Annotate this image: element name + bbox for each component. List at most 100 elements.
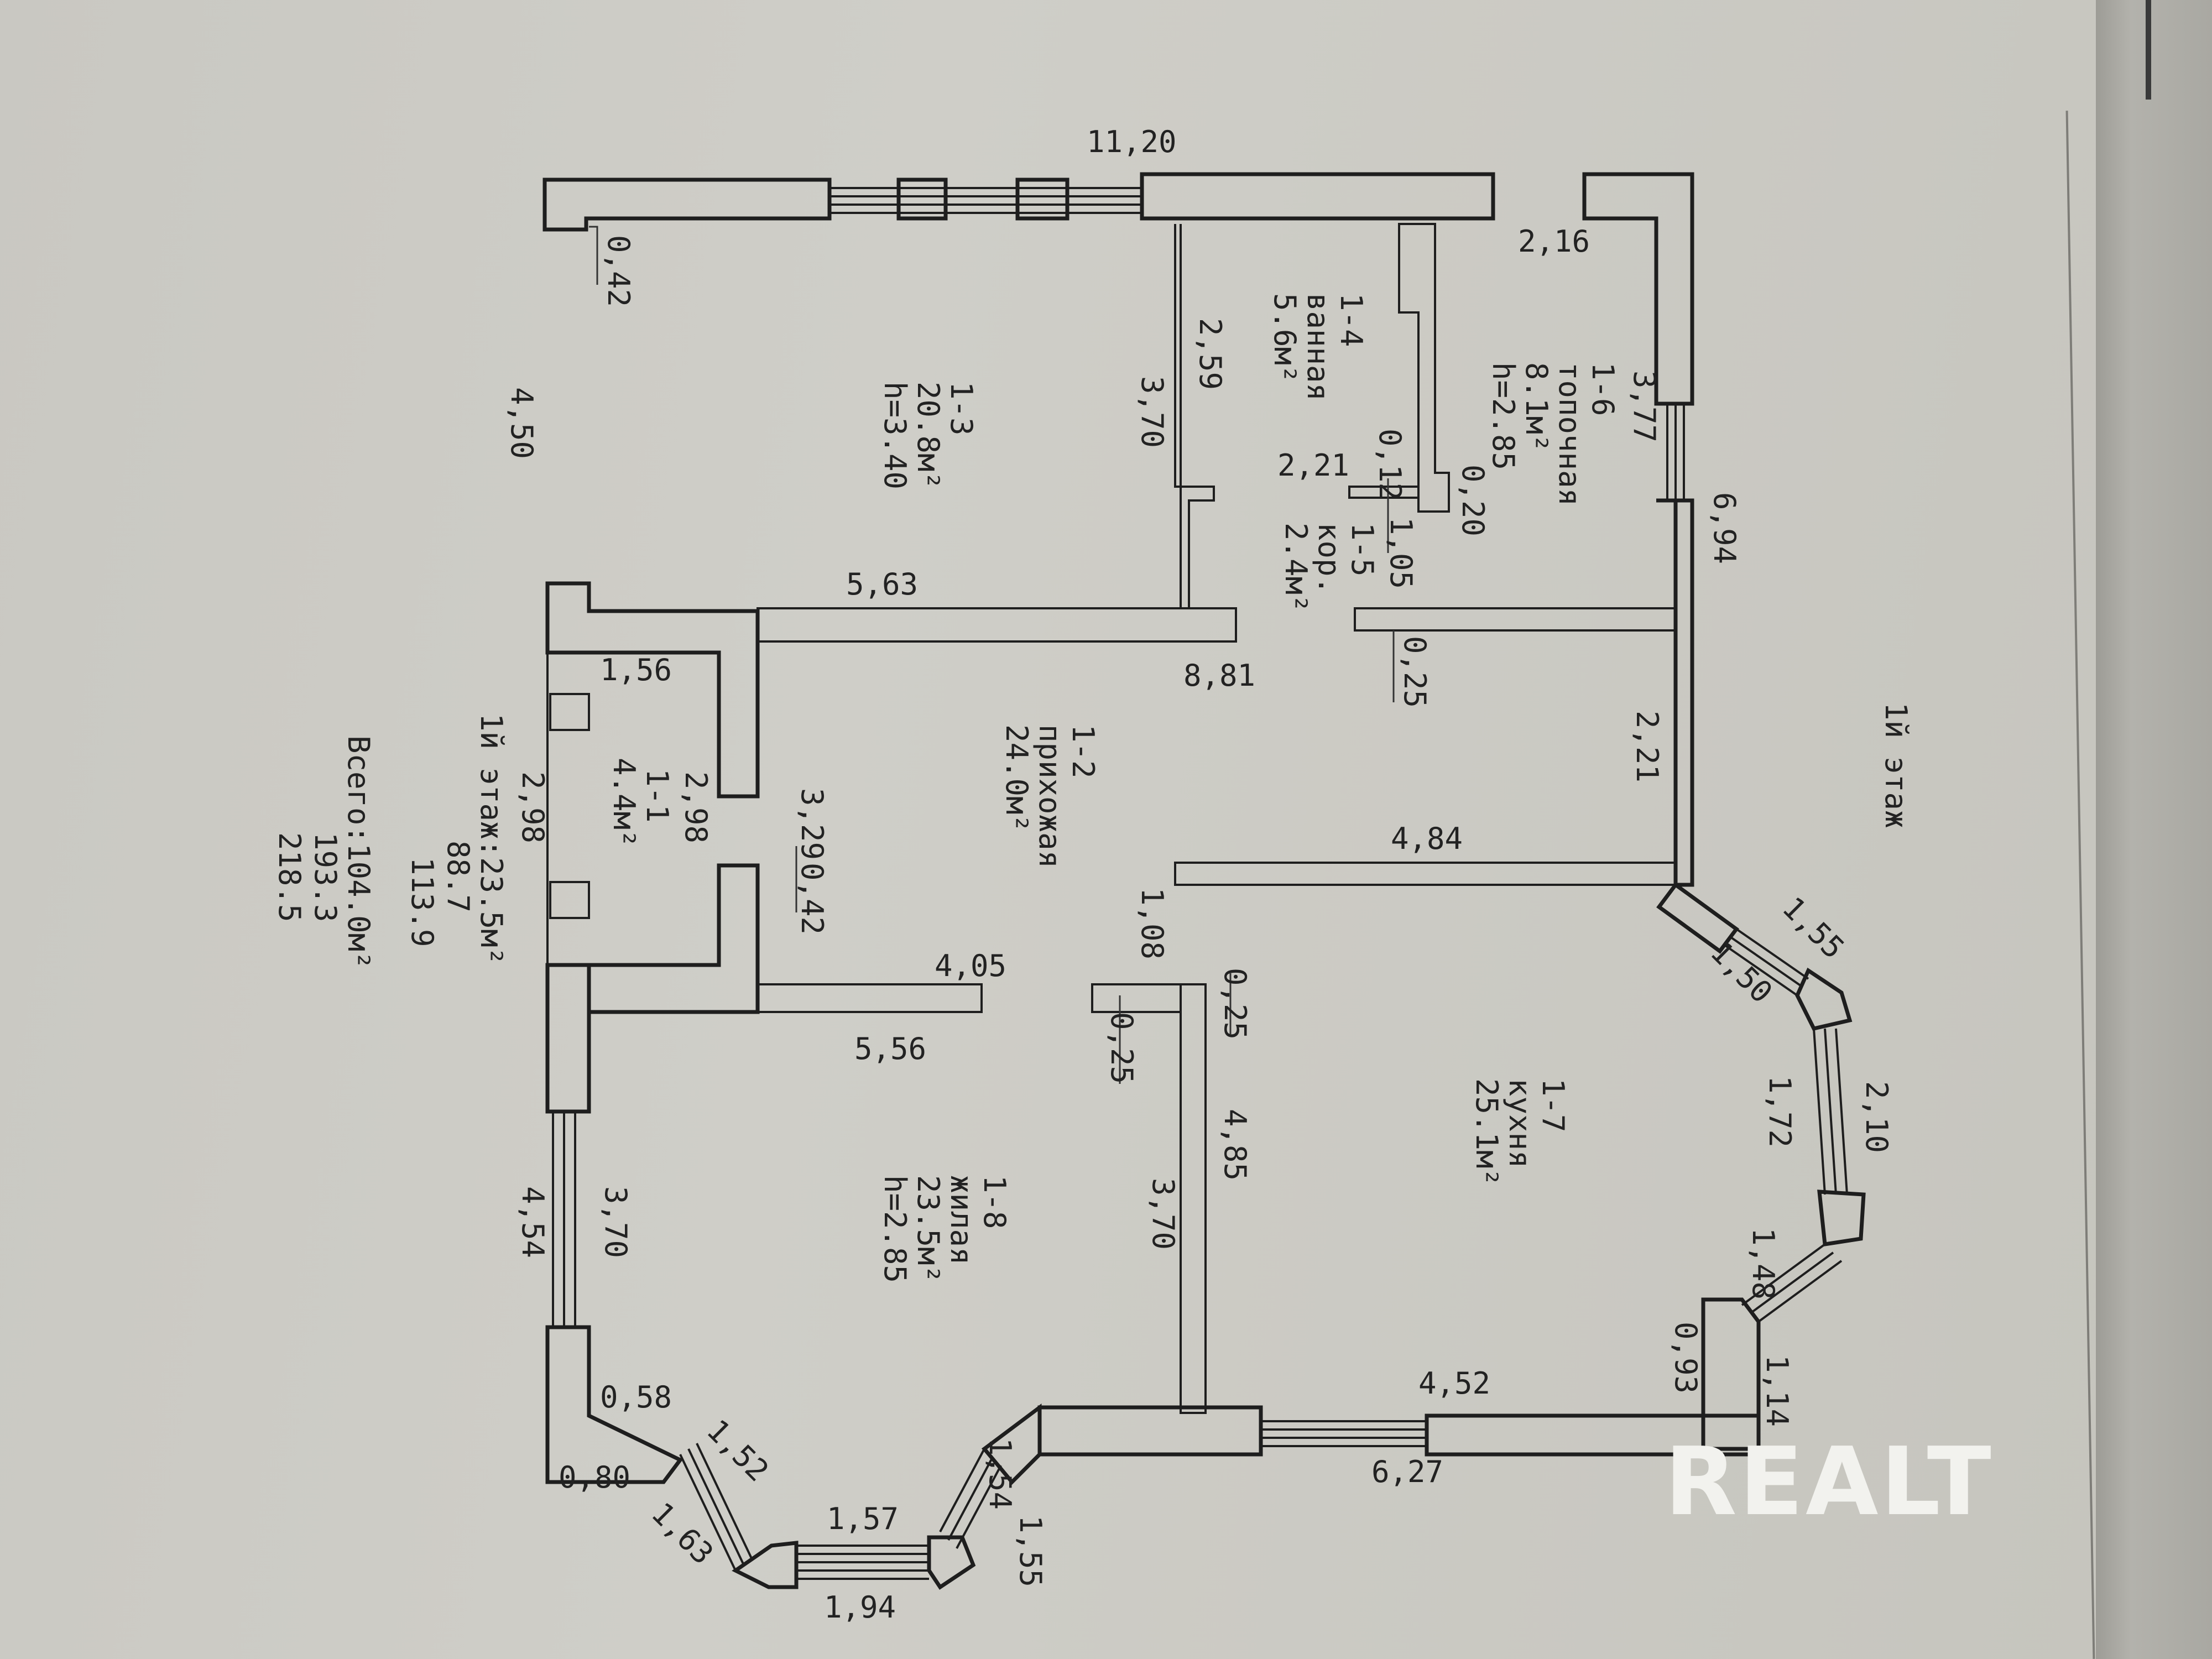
dim-4-52: 4,52 bbox=[1418, 1366, 1490, 1401]
room-1-1-number: 1-1 bbox=[640, 769, 675, 823]
room-1-1-area: 4.4м² bbox=[607, 758, 641, 848]
dim-0-12: 0,12 bbox=[1373, 429, 1407, 500]
dim-1-94: 1,94 bbox=[824, 1590, 896, 1625]
window-top bbox=[830, 187, 1142, 214]
dim-4-05: 4,05 bbox=[935, 948, 1006, 983]
room-1-5-area: 2.4м² bbox=[1279, 523, 1313, 613]
wall-right-upper bbox=[1582, 172, 1694, 406]
room-1-2-name: прихожая bbox=[1032, 724, 1067, 868]
wall-top-left bbox=[542, 178, 832, 232]
interior-walls bbox=[588, 223, 1677, 1414]
dim-4-54: 4,54 bbox=[515, 1186, 550, 1258]
dim-6-94: 6,94 bbox=[1707, 492, 1742, 564]
dim-1-55-a: 1,55 bbox=[1776, 890, 1851, 966]
summary-total-line: Всего:104.0м² bbox=[341, 735, 376, 969]
wall-vestibule-2 bbox=[547, 863, 760, 1014]
window-right-top bbox=[1666, 404, 1685, 500]
dim-0-58: 0,58 bbox=[600, 1380, 672, 1415]
room-1-2-area: 24.0м² bbox=[999, 724, 1034, 832]
dim-6-27: 6,27 bbox=[1371, 1454, 1443, 1489]
room-1-6-name: топочная bbox=[1552, 362, 1587, 506]
pier-top-1 bbox=[896, 178, 948, 221]
room-1-4-number: 1-4 bbox=[1334, 293, 1369, 347]
wall-1-3-1-4 bbox=[1174, 224, 1215, 608]
dim-0-25-c: 0,25 bbox=[1104, 1012, 1139, 1084]
room-1-4-area: 5.6м² bbox=[1267, 293, 1302, 383]
dim-1-63: 1,63 bbox=[645, 1496, 721, 1572]
dim-1-52: 1,52 bbox=[700, 1413, 776, 1489]
dim-4-85: 4,85 bbox=[1218, 1109, 1253, 1181]
dim-4-50: 4,50 bbox=[504, 387, 539, 459]
dim-3-70-b: 3,70 bbox=[1146, 1178, 1181, 1250]
vestibule-window-1 bbox=[549, 693, 590, 731]
room-1-8-height: h=2.85 bbox=[878, 1175, 912, 1283]
room-1-6-area: 8.1м² bbox=[1519, 362, 1554, 452]
dim-0-25-b: 0,25 bbox=[1218, 968, 1253, 1040]
dim-1-57: 1,57 bbox=[827, 1501, 899, 1536]
summary-floor-line: 1й этаж:23.5м² bbox=[474, 713, 509, 965]
room-1-4-name: ванная bbox=[1301, 293, 1335, 401]
dim-3-70-a: 3,70 bbox=[1135, 376, 1170, 448]
wall-vestibule bbox=[545, 581, 760, 799]
exterior-walls bbox=[542, 172, 1866, 1590]
window-bay-right-2 bbox=[1813, 1028, 1848, 1195]
dim-1-56: 1,56 bbox=[600, 653, 672, 687]
window-bay-right-1 bbox=[1724, 928, 1809, 997]
dim-2-16: 2,16 bbox=[1518, 224, 1590, 259]
dim-0-20: 0,20 bbox=[1455, 465, 1490, 536]
wall-1-4-1-6 bbox=[1398, 223, 1450, 513]
wall-1-2-1-8 bbox=[757, 983, 983, 1013]
bay-corner-3 bbox=[927, 1535, 976, 1590]
room-1-8-area: 23.5м² bbox=[911, 1175, 946, 1283]
dim-1-55-b: 1,55 bbox=[1013, 1515, 1048, 1587]
room-1-6-height: h=2.85 bbox=[1486, 362, 1521, 470]
dim-1-08: 1,08 bbox=[1135, 888, 1170, 959]
dim-3-70-c: 3,70 bbox=[598, 1186, 633, 1258]
summary-row-6: 218.5 bbox=[272, 832, 307, 922]
dim-4-84: 4,84 bbox=[1391, 821, 1463, 856]
dim-0-80: 0,80 bbox=[559, 1460, 630, 1495]
wall-bottom-left bbox=[545, 1325, 684, 1484]
dim-0-93: 0,93 bbox=[1668, 1322, 1703, 1394]
bay-corner-4 bbox=[732, 1541, 799, 1589]
room-1-5-name: кор. bbox=[1312, 523, 1347, 594]
summary-row-2: 88.7 bbox=[441, 841, 476, 912]
dim-5-56: 5,56 bbox=[854, 1031, 926, 1066]
wall-left-lower bbox=[545, 963, 591, 1114]
dim-0-42-b: 0,42 bbox=[795, 863, 830, 935]
summary-row-5: 193.3 bbox=[308, 832, 343, 922]
dim-1-05: 1,05 bbox=[1384, 517, 1418, 589]
room-1-5-number: 1-5 bbox=[1345, 523, 1380, 577]
floor-label: 1й этаж bbox=[1879, 702, 1913, 828]
room-1-8-number: 1-8 bbox=[977, 1175, 1012, 1229]
floor-summary: 1й этаж 1й этаж:23.5м² 88.7 113.9 Всего:… bbox=[272, 702, 1913, 969]
wall-1-5-1-6 bbox=[1354, 607, 1677, 632]
summary-row-3: 113.9 bbox=[405, 857, 440, 947]
wall-1-2-1-7 bbox=[1174, 862, 1677, 886]
window-bottom bbox=[1261, 1420, 1427, 1447]
dim-1-48: 1,48 bbox=[1746, 1228, 1781, 1300]
room-1-6-number: 1-6 bbox=[1585, 362, 1620, 416]
wall-bottom-mid bbox=[1037, 1405, 1263, 1457]
dim-2-98-b: 2,98 bbox=[679, 771, 713, 843]
dim-3-77: 3,77 bbox=[1627, 371, 1662, 442]
room-1-8-name: жилая bbox=[944, 1175, 979, 1265]
pier-top-2 bbox=[1015, 178, 1070, 221]
dim-2-98-a: 2,98 bbox=[515, 771, 550, 843]
wall-bottom-right bbox=[1425, 1413, 1761, 1457]
bay-corner-1 bbox=[1795, 967, 1853, 1031]
vestibule-window-2 bbox=[549, 881, 590, 919]
room-1-3-height: h=3.40 bbox=[878, 382, 912, 489]
wall-bottom-bay-r bbox=[981, 1404, 1042, 1485]
window-bay-bottom-l bbox=[679, 1443, 753, 1571]
window-bay-right-3 bbox=[1741, 1243, 1843, 1323]
dim-0-25-a: 0,25 bbox=[1397, 636, 1432, 708]
dim-2-21-a: 2,21 bbox=[1277, 448, 1349, 483]
wall-1-4-1-5 bbox=[1348, 486, 1420, 499]
dim-3-29: 3,29 bbox=[795, 788, 830, 860]
room-labels: 1-1 4.4м² 1-2 прихожая 24.0м² 1-3 20.8м²… bbox=[607, 293, 1620, 1283]
wall-right bbox=[1656, 498, 1694, 887]
dim-1-14: 1,14 bbox=[1760, 1355, 1794, 1427]
window-left bbox=[552, 1112, 576, 1327]
